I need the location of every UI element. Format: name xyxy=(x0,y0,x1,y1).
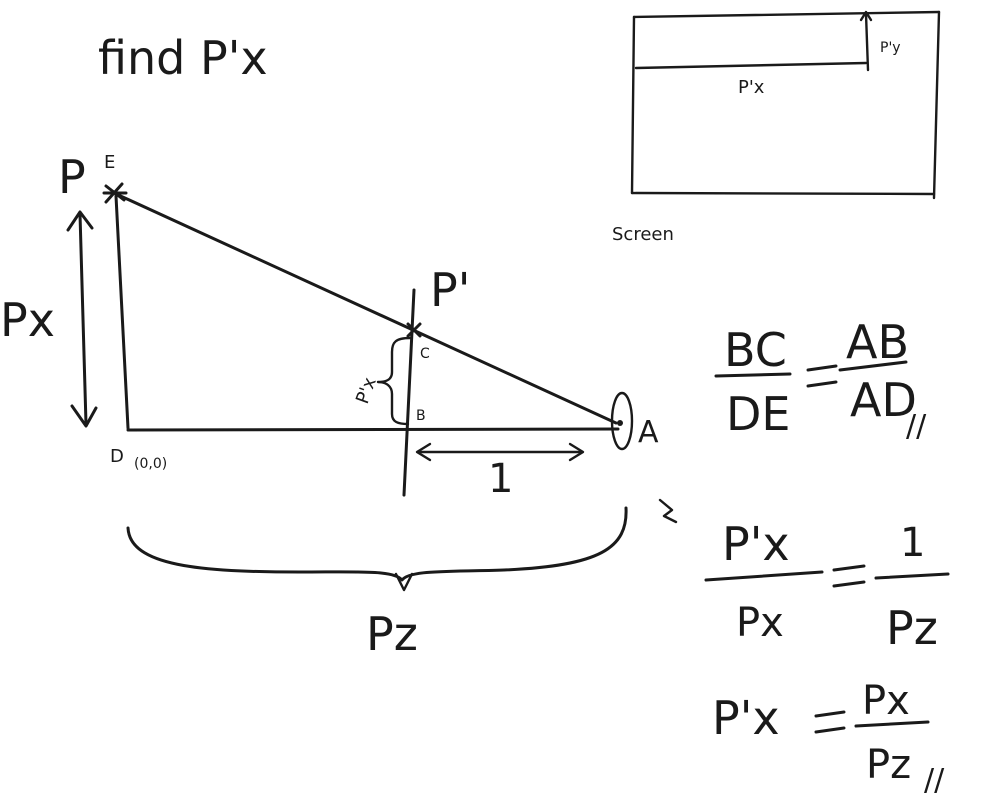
screen-px-label: P'x xyxy=(738,77,765,98)
point-e-marker xyxy=(102,182,128,204)
eq3-numerator: Px xyxy=(862,678,910,724)
point-d-label: D xyxy=(110,446,124,467)
point-p-label: P xyxy=(58,150,86,204)
eq2-right-numerator: 1 xyxy=(900,520,925,566)
eq2-left-denominator: Px xyxy=(736,600,784,646)
base-da-line xyxy=(126,427,620,432)
screen-label: Screen xyxy=(612,224,674,245)
eye-icon xyxy=(610,391,634,451)
eq3-denominator: Pz xyxy=(866,742,911,788)
px-arrow-bottom xyxy=(70,404,98,428)
point-e-label: E xyxy=(104,152,115,173)
pz-label: Pz xyxy=(366,607,418,661)
eq2-right-denominator: Pz xyxy=(886,601,938,655)
pz-brace xyxy=(126,506,628,582)
pz-brace-tip xyxy=(394,572,414,592)
eq3-fraction-bar xyxy=(854,720,930,728)
vertical-de-line xyxy=(114,194,130,430)
point-a-label: A xyxy=(638,415,659,450)
eq1-left-denominator: DE xyxy=(726,387,791,441)
eq2-left-numerator: P'x xyxy=(722,517,790,571)
eq3-end-mark: // xyxy=(924,763,945,798)
eq2-equals-sign xyxy=(832,564,866,588)
screen-py-arrow xyxy=(859,10,873,22)
px-label: Px xyxy=(0,293,55,347)
point-d-coord: (0,0) xyxy=(134,456,167,472)
image-plane-line xyxy=(402,288,416,497)
p-prime-x-side-label: P'x xyxy=(352,374,381,406)
title-text: find P'x xyxy=(98,31,268,85)
screen-right-edge xyxy=(932,10,941,200)
eq1-left-numerator: BC xyxy=(724,323,787,377)
eq3-lhs: P'x xyxy=(712,691,780,745)
eq1-right-denominator: AD xyxy=(850,373,917,427)
hypotenuse-line xyxy=(112,191,618,425)
eq1-right-numerator: AB xyxy=(846,315,909,369)
equation-1: BC DE AB AD // xyxy=(714,315,927,444)
eq2-right-fraction-bar xyxy=(874,572,950,580)
equation-2: P'x Px 1 Pz xyxy=(704,517,950,655)
point-p-prime-label: P' xyxy=(430,263,470,317)
px-arrow-line xyxy=(78,212,88,426)
point-b-label: B xyxy=(416,408,426,424)
screen-bottom-edge xyxy=(630,191,936,196)
screen-diagram: P'x P'y Screen xyxy=(612,10,941,245)
eq2-left-fraction-bar xyxy=(704,570,824,582)
equation-3: P'x Px Pz // xyxy=(712,678,945,798)
eq3-equals-sign xyxy=(814,710,846,734)
screen-py-label: P'y xyxy=(880,40,901,56)
triangle-diagram: P E P' C B D (0,0) A Px P'x 1 Pz xyxy=(0,150,678,661)
eq1-right-fraction-bar xyxy=(838,360,908,372)
one-arrow-right xyxy=(568,442,585,462)
point-c-marker xyxy=(406,322,422,338)
px-arrow-top xyxy=(66,210,94,232)
one-arrow-left xyxy=(415,442,432,462)
point-c-label: C xyxy=(420,346,430,362)
eye-pupil xyxy=(617,420,623,426)
screen-px-line xyxy=(634,61,868,70)
eq1-left-fraction-bar xyxy=(714,372,792,378)
small-mark xyxy=(658,498,678,524)
screen-left-edge xyxy=(630,15,636,195)
screen-py-line xyxy=(864,12,870,72)
eq1-equals-sign xyxy=(806,364,838,388)
screen-top-edge xyxy=(632,10,941,19)
eq1-end-mark: // xyxy=(906,409,927,444)
one-label: 1 xyxy=(488,456,513,502)
p-prime-x-brace xyxy=(376,336,412,426)
